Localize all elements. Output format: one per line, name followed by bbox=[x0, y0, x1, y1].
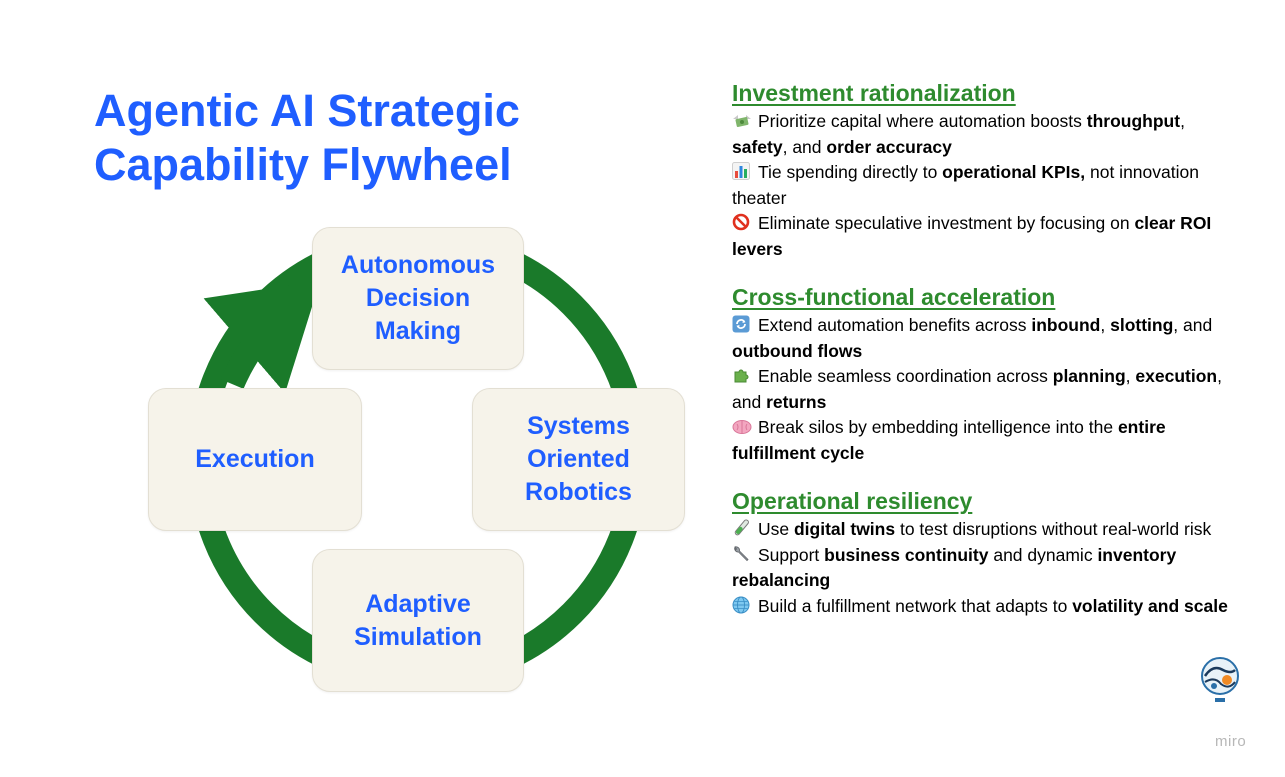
section-cross-functional-acceleration: Cross-functional acceleration Extend aut… bbox=[732, 284, 1232, 466]
prohibited-icon bbox=[732, 213, 752, 231]
wrench-icon bbox=[732, 545, 752, 563]
test-tube-icon bbox=[732, 519, 752, 537]
bullet-item: Enable seamless coordination across plan… bbox=[732, 364, 1232, 415]
flywheel-arrow bbox=[203, 280, 321, 394]
bullet-text: Use digital twins to test disruptions wi… bbox=[758, 519, 1212, 539]
cycle-arrows-icon bbox=[732, 315, 752, 333]
section-heading: Cross-functional acceleration bbox=[732, 284, 1056, 310]
bullet-item: Support business continuity and dynamic … bbox=[732, 543, 1232, 594]
node-top-line-3: Making bbox=[374, 317, 462, 345]
node-autonomous-decision-making: Autonomous Decision Making bbox=[312, 227, 524, 370]
bullet-text: Tie spending directly to operational KPI… bbox=[732, 162, 1199, 208]
section-heading: Investment rationalization bbox=[732, 80, 1016, 106]
node-bottom-line-1: Adaptive bbox=[365, 589, 471, 618]
bullet-text: Prioritize capital where automation boos… bbox=[732, 111, 1185, 157]
bullet-item: Build a fulfillment network that adapts … bbox=[732, 594, 1232, 620]
bullet-text: Eliminate speculative investment by focu… bbox=[732, 213, 1212, 259]
node-top-line-1: Autonomous bbox=[340, 251, 496, 279]
node-right-line-2: Oriented bbox=[527, 445, 630, 473]
bullet-item: Extend automation benefits across inboun… bbox=[732, 313, 1232, 364]
title-line-1: Agentic AI Strategic bbox=[94, 85, 520, 136]
bullet-item: Break silos by embedding intelligence in… bbox=[732, 415, 1232, 466]
bullet-item: Use digital twins to test disruptions wi… bbox=[732, 517, 1232, 543]
bullet-item: Tie spending directly to operational KPI… bbox=[732, 160, 1232, 211]
company-logo bbox=[1199, 656, 1241, 704]
bullet-text: Break silos by embedding intelligence in… bbox=[732, 417, 1166, 463]
brain-icon bbox=[732, 419, 752, 435]
section-heading: Operational resiliency bbox=[732, 488, 973, 514]
node-adaptive-simulation: Adaptive Simulation bbox=[312, 549, 524, 692]
miro-watermark: miro bbox=[1215, 733, 1247, 750]
title-line-2: Capability Flywheel bbox=[94, 139, 512, 190]
section-operational-resiliency: Operational resiliency Use digital twins… bbox=[732, 488, 1232, 619]
section-investment-rationalization: Investment rationalization Prioritize ca… bbox=[732, 80, 1232, 262]
bullet-text: Support business continuity and dynamic … bbox=[732, 544, 1177, 591]
bullet-text: Enable seamless coordination across plan… bbox=[732, 366, 1222, 412]
benefits-panel: Investment rationalization Prioritize ca… bbox=[732, 80, 1232, 641]
globe-icon bbox=[732, 596, 752, 614]
node-left-line-1: Execution bbox=[195, 445, 315, 473]
node-top-line-2: Decision bbox=[365, 284, 471, 312]
node-right-line-1: Systems bbox=[527, 412, 630, 440]
page-title: Agentic AI Strategic Capability Flywheel bbox=[94, 84, 654, 192]
node-systems-oriented-robotics: Systems Oriented Robotics bbox=[472, 388, 685, 531]
bullet-text: Extend automation benefits across inboun… bbox=[732, 315, 1213, 361]
node-execution: Execution bbox=[148, 388, 362, 531]
bullet-item: Eliminate speculative investment by focu… bbox=[732, 211, 1232, 262]
money-wings-icon bbox=[732, 111, 752, 129]
bar-chart-icon bbox=[732, 162, 752, 180]
puzzle-piece-icon bbox=[732, 366, 752, 384]
bullet-item: Prioritize capital where automation boos… bbox=[732, 109, 1232, 160]
node-bottom-line-2: Simulation bbox=[354, 622, 482, 651]
bullet-text: Build a fulfillment network that adapts … bbox=[758, 595, 1228, 616]
node-right-line-3: Robotics bbox=[525, 478, 632, 506]
